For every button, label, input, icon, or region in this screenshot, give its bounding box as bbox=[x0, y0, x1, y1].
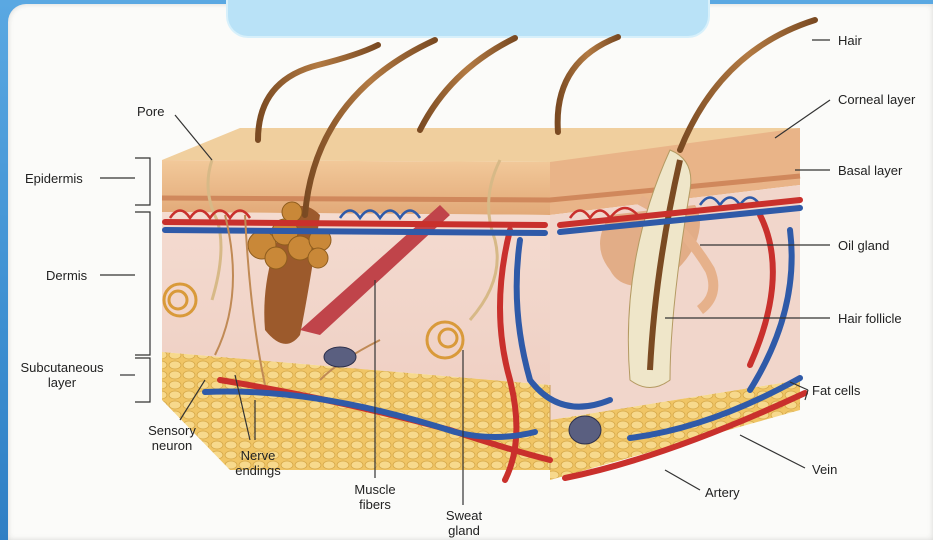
label-vein: Vein bbox=[812, 462, 837, 477]
layer-brackets bbox=[135, 158, 150, 402]
label-hair: Hair bbox=[838, 33, 862, 48]
label-basal-layer: Basal layer bbox=[838, 163, 902, 178]
label-nerve-endings: Nerve endings bbox=[228, 448, 288, 478]
label-sensory-neuron: Sensory neuron bbox=[137, 423, 207, 453]
label-pore: Pore bbox=[137, 104, 164, 119]
label-hair-follicle: Hair follicle bbox=[838, 311, 902, 326]
label-epidermis: Epidermis bbox=[25, 171, 83, 186]
vessel-cross-section bbox=[324, 347, 356, 367]
vessel-cross-section-2 bbox=[569, 416, 601, 444]
label-corneal-layer: Corneal layer bbox=[838, 92, 915, 107]
label-dermis: Dermis bbox=[46, 268, 87, 283]
label-sweat-gland: Sweat gland bbox=[434, 508, 494, 538]
label-fat-cells: Fat cells bbox=[812, 383, 860, 398]
label-oil-gland: Oil gland bbox=[838, 238, 889, 253]
label-subcutaneous-layer: Subcutaneous layer bbox=[12, 360, 112, 390]
label-muscle-fibers: Muscle fibers bbox=[345, 482, 405, 512]
label-artery: Artery bbox=[705, 485, 740, 500]
